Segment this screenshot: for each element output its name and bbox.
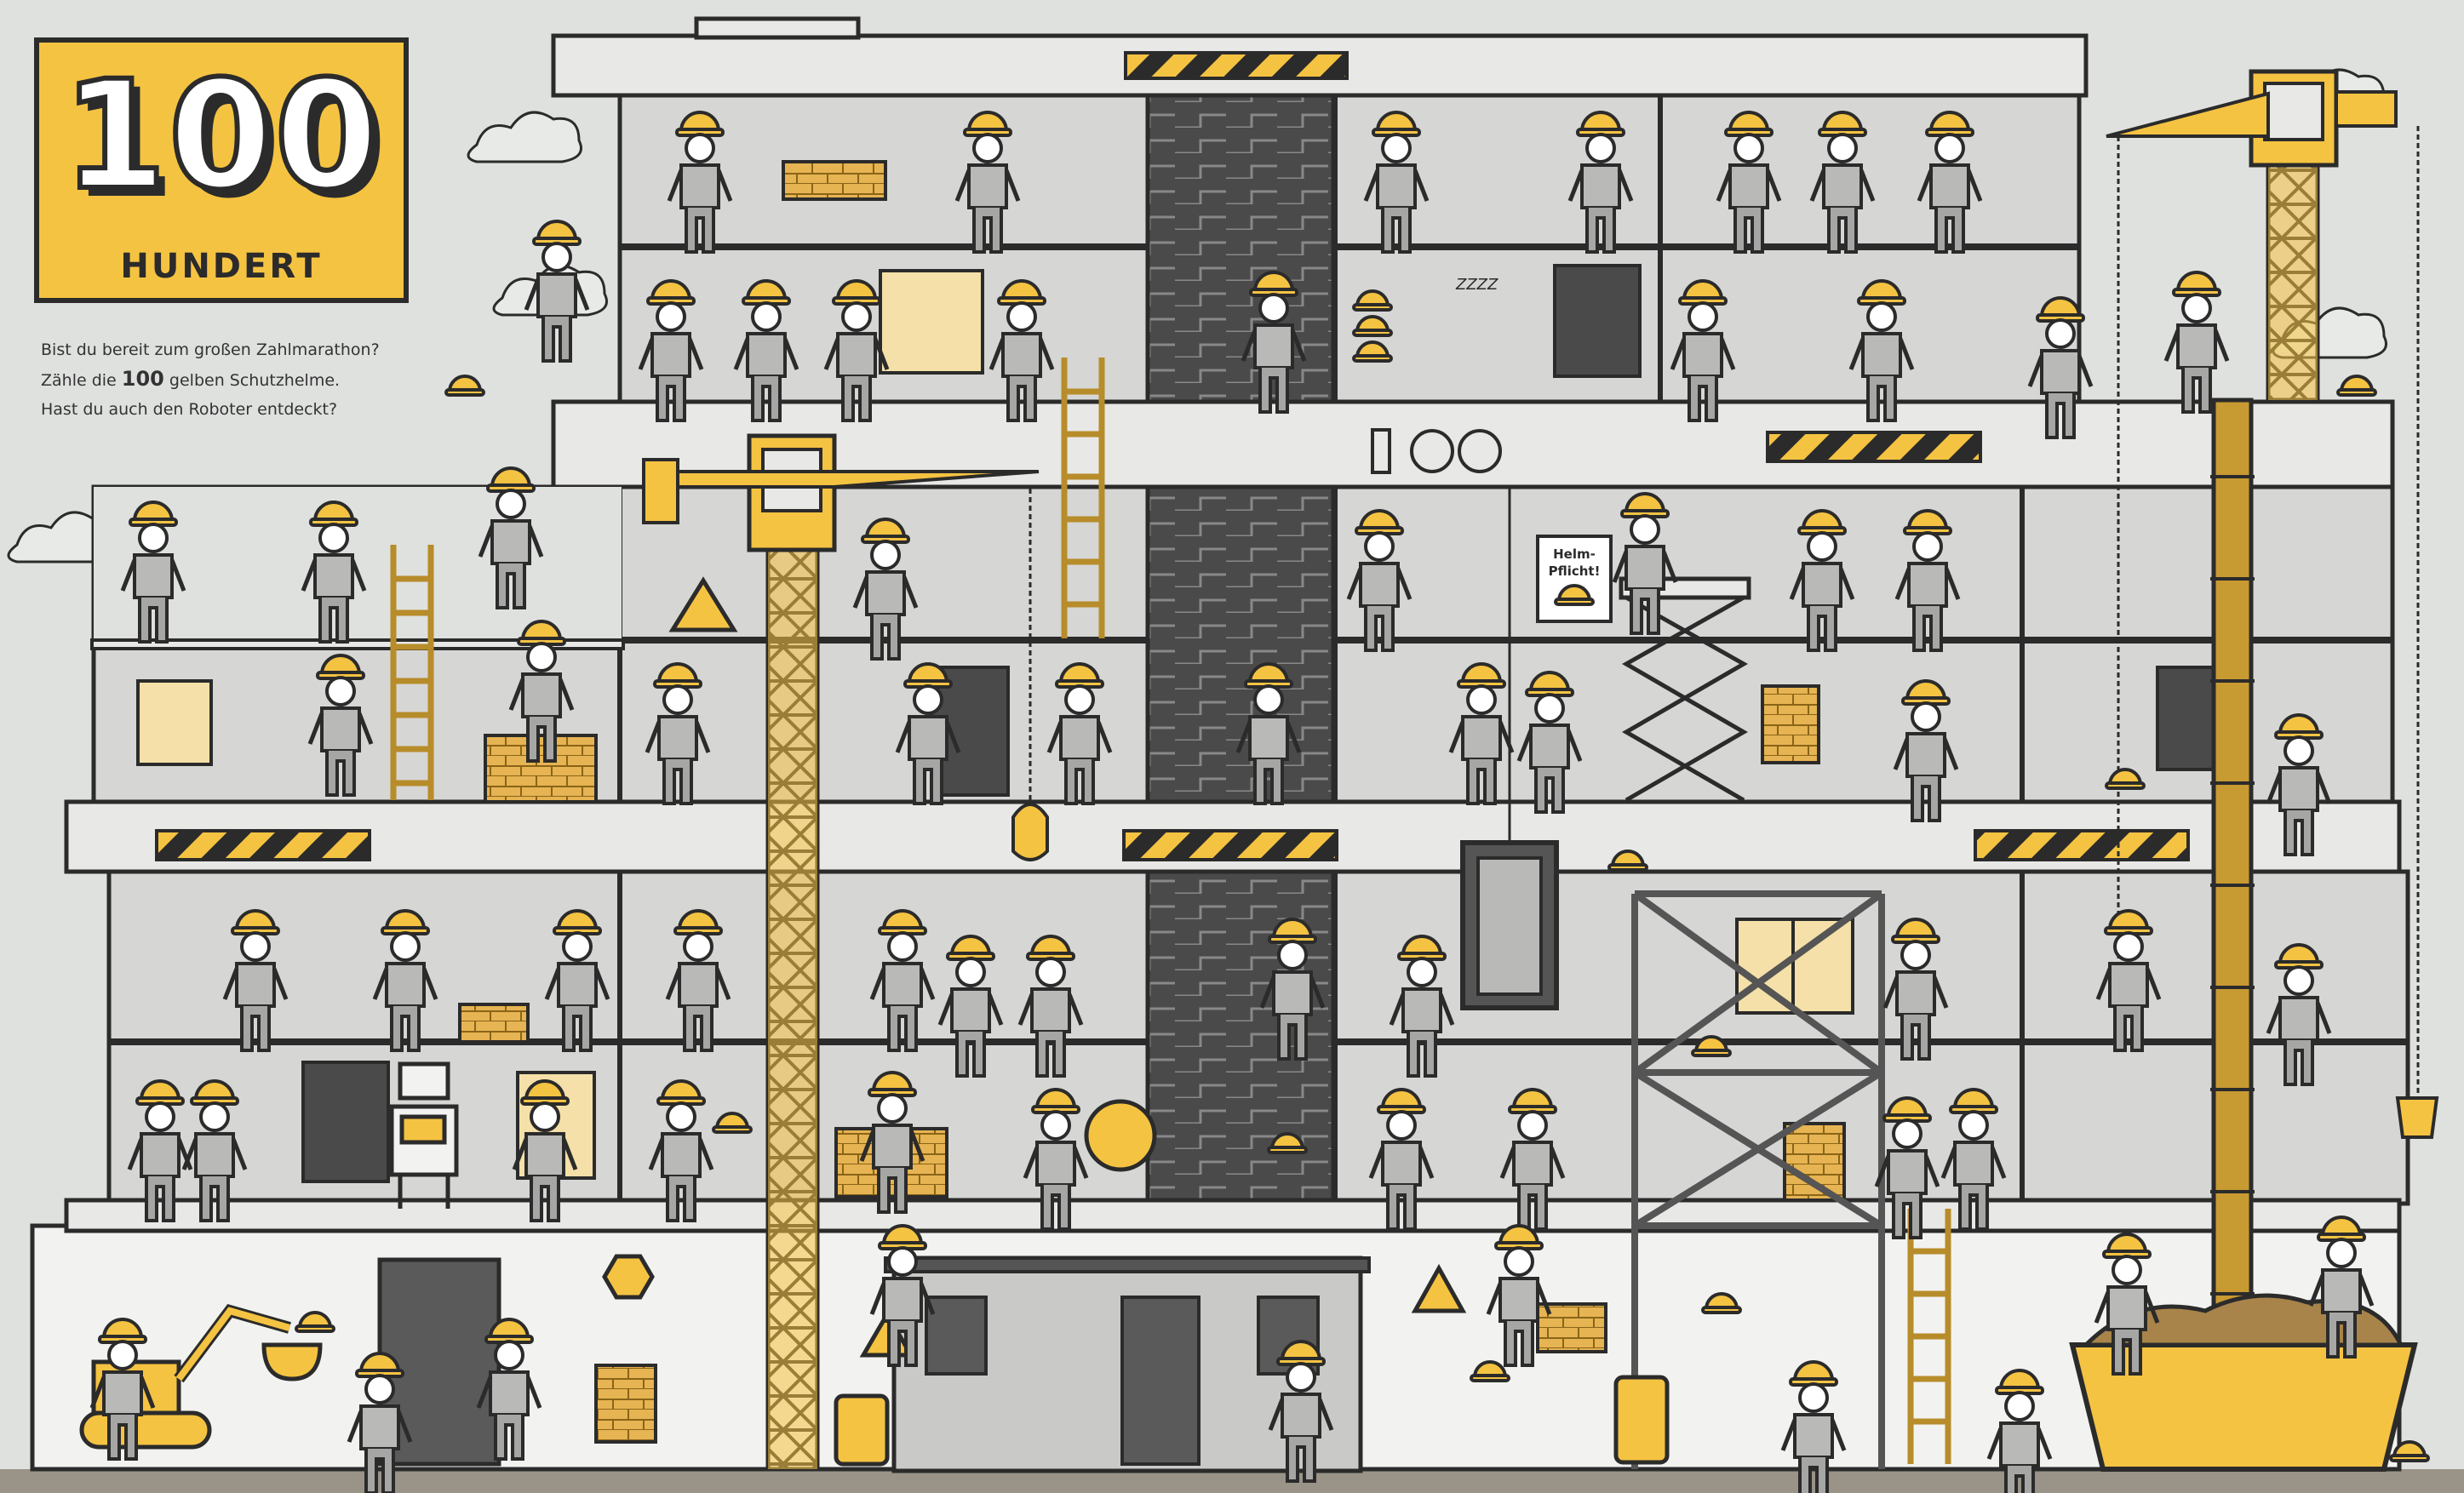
helmet-sign-line2: Pflicht! bbox=[1549, 563, 1601, 579]
hazard-stripe bbox=[155, 829, 371, 861]
intro-line-2-post: gelben Schutzhelme. bbox=[163, 371, 341, 390]
intro-line-1: Bist du bereit zum großen Zahlmarathon? bbox=[41, 340, 380, 359]
crane-left bbox=[642, 433, 1049, 1472]
title-word: HUNDERT bbox=[120, 247, 323, 286]
hazard-stripe bbox=[1124, 51, 1349, 80]
scaffold bbox=[1631, 890, 1885, 1469]
intro-line-2-number: 100 bbox=[121, 367, 164, 391]
intro-text: Bist du bereit zum großen Zahlmarathon? … bbox=[41, 335, 433, 424]
title-panel: 100 HUNDERT bbox=[34, 37, 409, 303]
ladders bbox=[390, 358, 1951, 1464]
helmet-sign-line1: Helm- bbox=[1553, 546, 1596, 562]
helmet-sign bbox=[1536, 535, 1613, 623]
intro-line-2: Zähle die 100 gelben Schutzhelme. bbox=[41, 364, 433, 395]
slab-ground bbox=[64, 1198, 2402, 1233]
ground bbox=[0, 1469, 2464, 1493]
robot bbox=[389, 1061, 459, 1209]
hazard-stripe bbox=[1974, 829, 2190, 861]
hazard-stripe bbox=[1766, 431, 1982, 463]
hazard-stripe bbox=[1122, 829, 1338, 861]
intro-line-2-pre: Zähle die bbox=[41, 371, 122, 390]
sleep-text: ZZZZ bbox=[1455, 276, 1498, 294]
intro-line-3: Hast du auch den Roboter entdeckt? bbox=[41, 400, 338, 419]
title-number: 100 bbox=[60, 49, 381, 223]
